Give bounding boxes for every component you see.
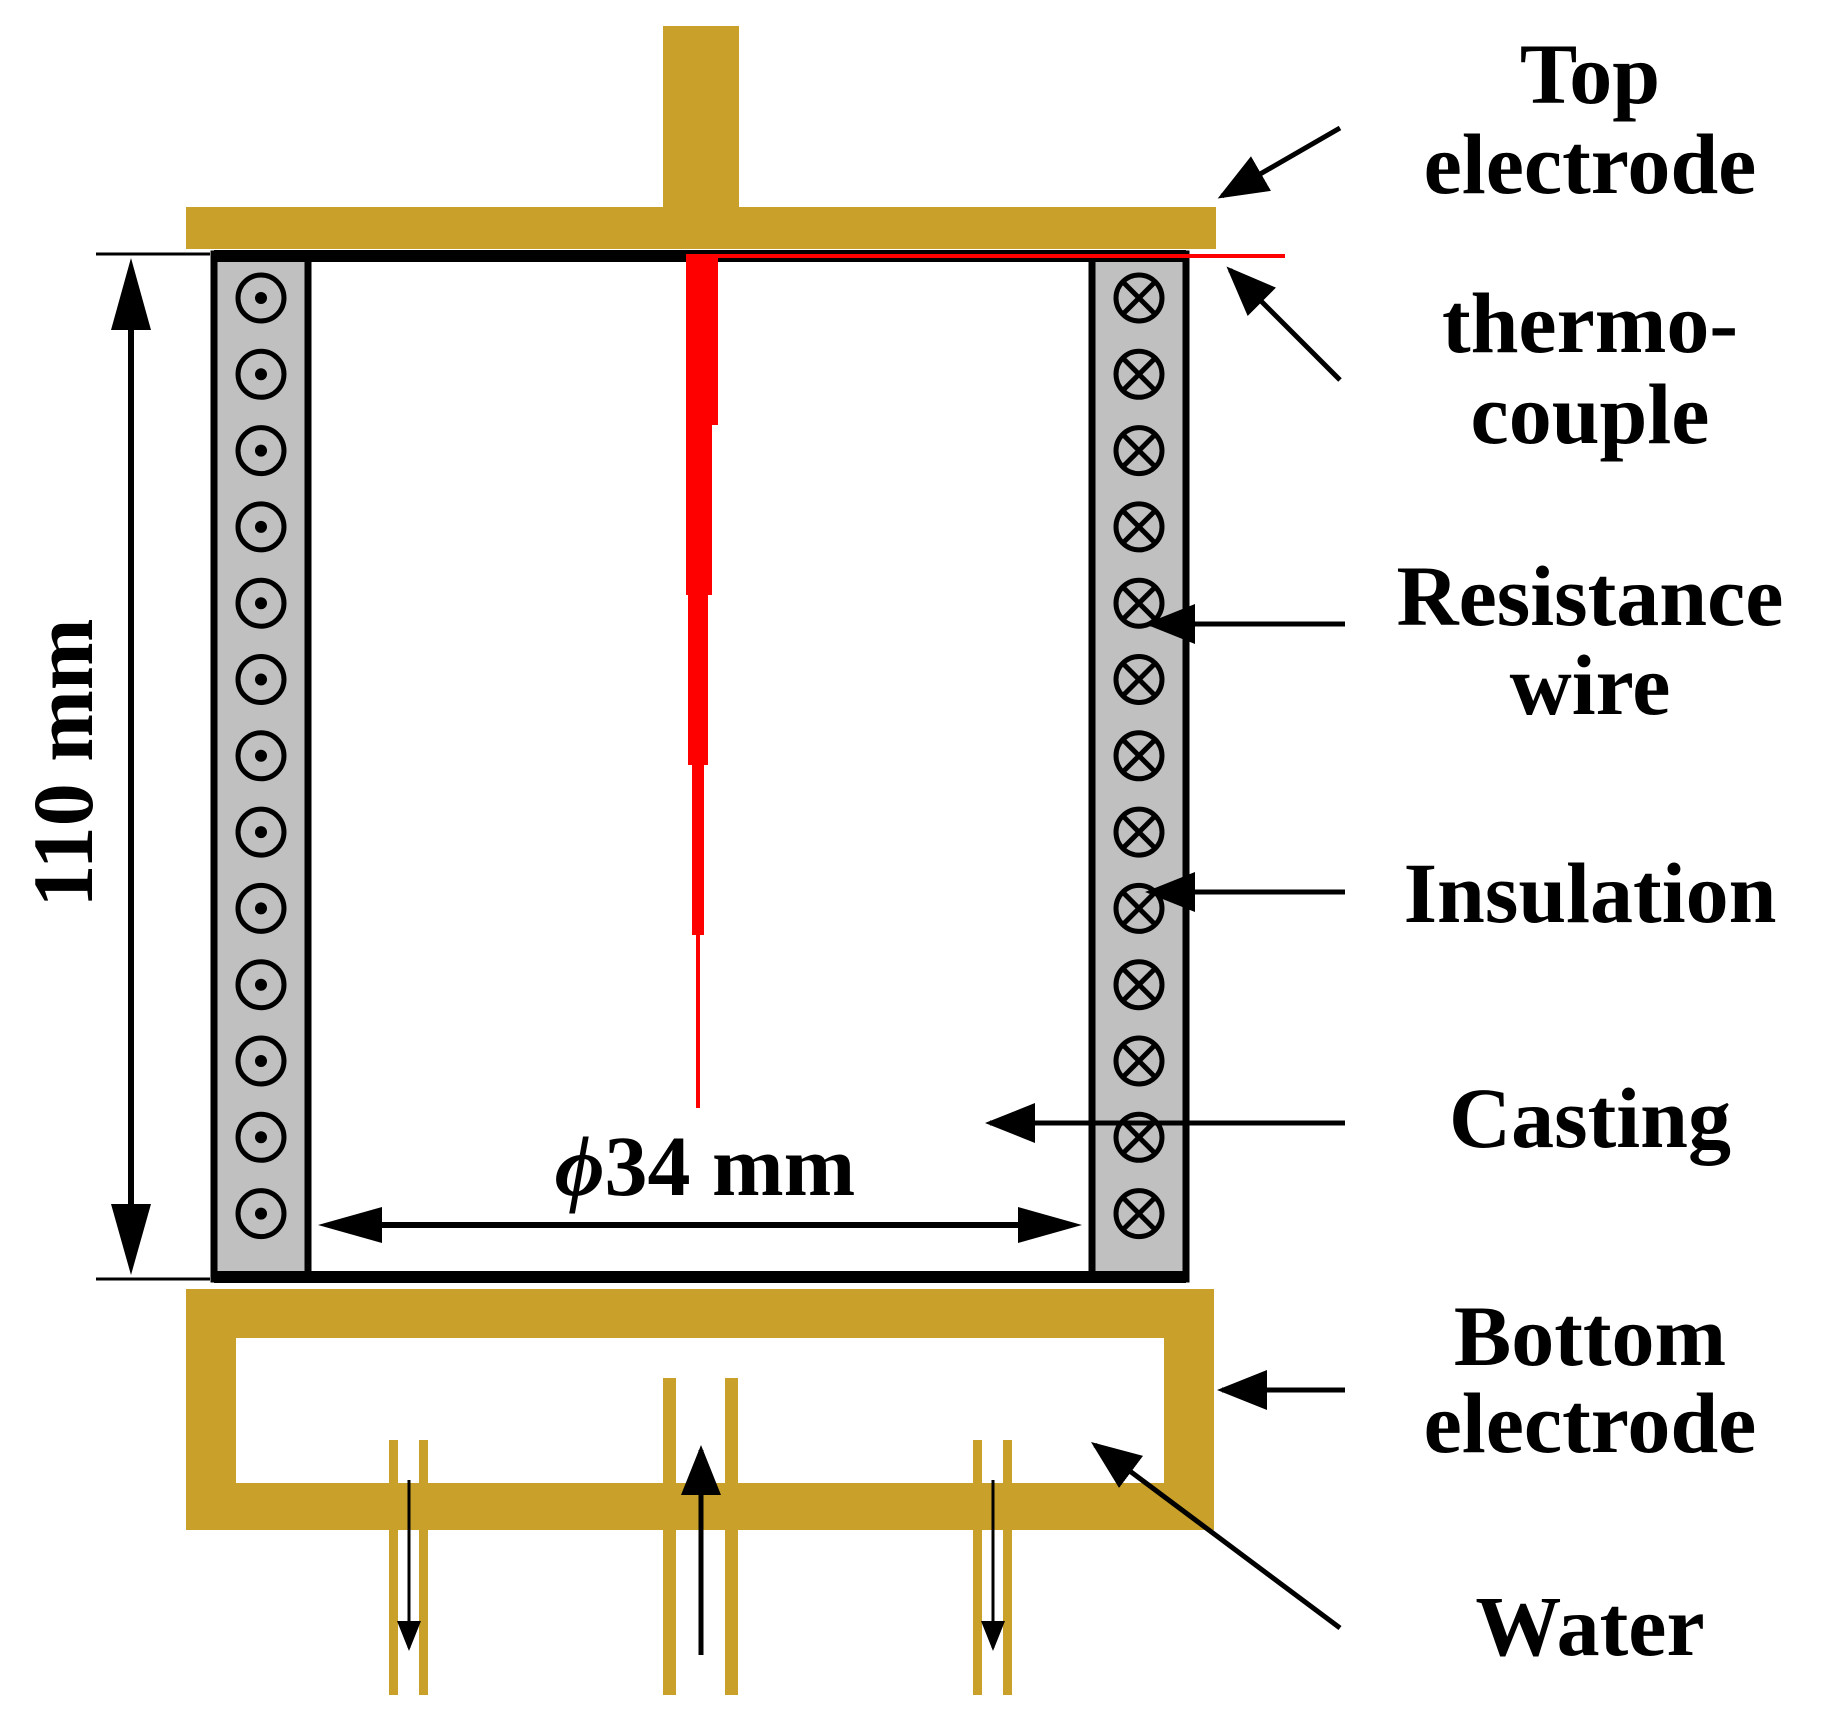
label-top-electrode-line1: Top — [1520, 26, 1660, 122]
cross-circle-icon — [1113, 654, 1165, 705]
pipe-center-wall-a — [663, 1378, 676, 1695]
diameter-arrowhead-left — [318, 1207, 382, 1243]
label-bottom-electrode-line1: Bottom — [1454, 1288, 1726, 1384]
cross-circle-icon — [1113, 425, 1165, 477]
callout-labels: Top electrode thermo- couple Resistance … — [1397, 26, 1784, 1674]
top-electrode-rod — [663, 26, 739, 216]
dot-circle-icon — [235, 806, 287, 858]
leader-arrows — [985, 125, 1345, 1631]
top-electrode-plate — [186, 207, 1216, 249]
dot-circle-icon — [235, 272, 287, 324]
pipe-right-wall-b — [1003, 1440, 1012, 1695]
dot-circle-icon — [235, 654, 287, 705]
height-arrowhead-top — [111, 258, 151, 330]
height-dimension-label: 110 mm — [15, 618, 111, 907]
cross-circle-icon — [1113, 806, 1165, 858]
left-insulation — [210, 250, 312, 1283]
leader-top-electrode — [1217, 125, 1342, 199]
height-arrowhead-bottom — [111, 1204, 151, 1275]
dot-circle-icon — [235, 959, 287, 1011]
left-coil-markers — [235, 272, 287, 1240]
label-bottom-electrode-line2: electrode — [1424, 1375, 1757, 1471]
dot-circle-icon — [235, 501, 287, 553]
diameter-dimension: ϕ34 mm — [318, 1118, 1082, 1243]
label-resistance-wire-line2: wire — [1510, 637, 1671, 733]
left-insulation-column — [210, 250, 312, 1283]
label-top-electrode-line2: electrode — [1424, 116, 1757, 212]
cross-circle-icon — [1113, 730, 1165, 782]
pipe-right-wall-a — [973, 1440, 982, 1695]
dot-circle-icon — [235, 730, 287, 782]
pipe-left-wall-a — [389, 1440, 398, 1695]
label-water: Water — [1475, 1578, 1704, 1674]
top-electrode — [186, 26, 1216, 249]
cross-circle-icon — [1113, 1035, 1165, 1087]
dot-circle-icon — [235, 1035, 287, 1087]
diameter-dimension-label: ϕ34 mm — [555, 1118, 856, 1214]
cross-circle-icon — [1113, 272, 1165, 324]
dot-circle-icon — [235, 882, 287, 934]
cross-circle-icon — [1113, 501, 1165, 553]
cross-circle-icon — [1113, 959, 1165, 1011]
right-coil-markers — [1113, 272, 1165, 1240]
label-thermocouple-line1: thermo- — [1442, 275, 1738, 371]
thermocouple-probe — [686, 256, 718, 1108]
pipe-left-wall-b — [419, 1440, 428, 1695]
cross-circle-icon — [1113, 348, 1165, 400]
diameter-arrowhead-right — [1018, 1207, 1082, 1243]
height-dimension: 110 mm — [15, 258, 151, 1275]
diameter-value: 34 mm — [604, 1118, 855, 1214]
bottom-electrode — [186, 1289, 1214, 1530]
leader-water — [1090, 1442, 1342, 1631]
cross-circle-icon — [1113, 1188, 1165, 1240]
dot-circle-icon — [235, 425, 287, 477]
dot-circle-icon — [235, 577, 287, 629]
water-pipes — [389, 1378, 1012, 1695]
leader-thermocouple — [1226, 266, 1342, 382]
label-resistance-wire-line1: Resistance — [1397, 548, 1784, 644]
dot-circle-icon — [235, 1188, 287, 1240]
dot-circle-icon — [235, 348, 287, 400]
thermocouple — [686, 254, 1285, 1108]
label-thermocouple-line2: couple — [1471, 366, 1710, 462]
dot-circle-icon — [235, 1111, 287, 1163]
diameter-symbol: ϕ — [555, 1118, 605, 1214]
cross-circle-icon — [1113, 1111, 1165, 1163]
label-insulation: Insulation — [1404, 845, 1777, 941]
pipe-center-wall-b — [725, 1378, 738, 1695]
label-casting: Casting — [1449, 1070, 1731, 1166]
bottom-electrode-body — [186, 1289, 1214, 1530]
